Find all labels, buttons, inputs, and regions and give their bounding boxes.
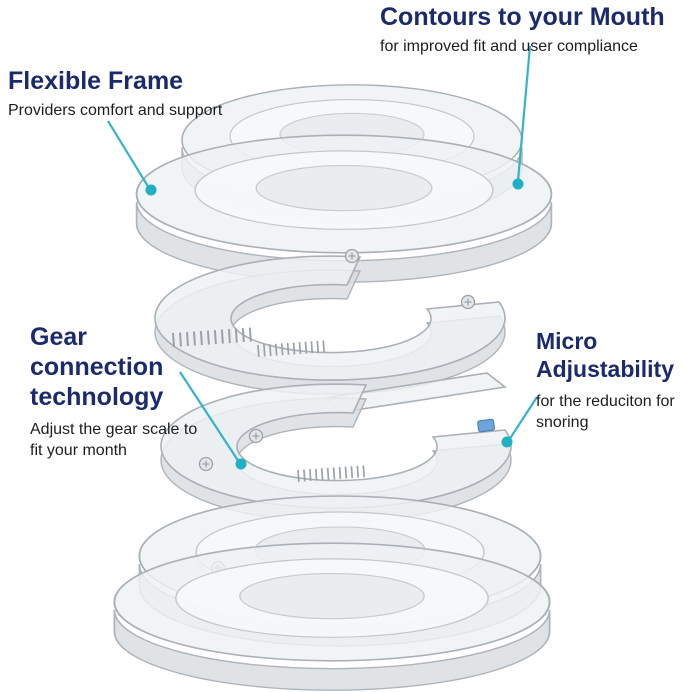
micro-adjustability-title: Micro Adjustability [536,328,675,382]
callouts [107,45,538,470]
screw-icon [248,428,264,444]
annotation-gear-connection: Gear connection technology Adjust the ge… [30,322,218,461]
callout-line-contours [516,45,532,182]
callout-dot-flexible-frame [145,184,157,196]
flexible-frame-title: Flexible Frame [8,67,184,95]
gear-connection-title: Gear connection technology [30,323,164,411]
callout-line-gear-connection [179,371,240,463]
screw-icon [460,294,476,310]
annotation-contours: Contours to your Mouth for improved fit … [380,2,690,57]
micro-adjustability-subtitle: for the reduciton for snoring [536,393,675,432]
callout-dot-micro-adjustability [501,436,513,448]
callout-line-flexible-frame [107,120,150,189]
callout-dot-contours [512,178,524,190]
contours-subtitle: for improved fit and user compliance [380,38,638,55]
annotation-flexible-frame: Flexible Frame Providers comfort and sup… [8,66,298,121]
gear-connection-subtitle: Adjust the gear scale to fit your month [30,421,198,460]
mouthguard-frame-lower [160,372,512,523]
lower-tray-large [113,542,551,692]
contours-title: Contours to your Mouth [380,3,665,31]
callout-dot-gear-connection [235,458,247,470]
mouthguard-bottom-tray-assembly [113,495,551,692]
screw-icon [344,248,360,264]
annotation-micro-adjustability: Micro Adjustability for the reduciton fo… [536,328,694,433]
flexible-frame-subtitle: Providers comfort and support [8,102,223,119]
micro-adjust-blue-part [477,418,495,433]
callout-line-micro-adjustability [508,396,538,441]
